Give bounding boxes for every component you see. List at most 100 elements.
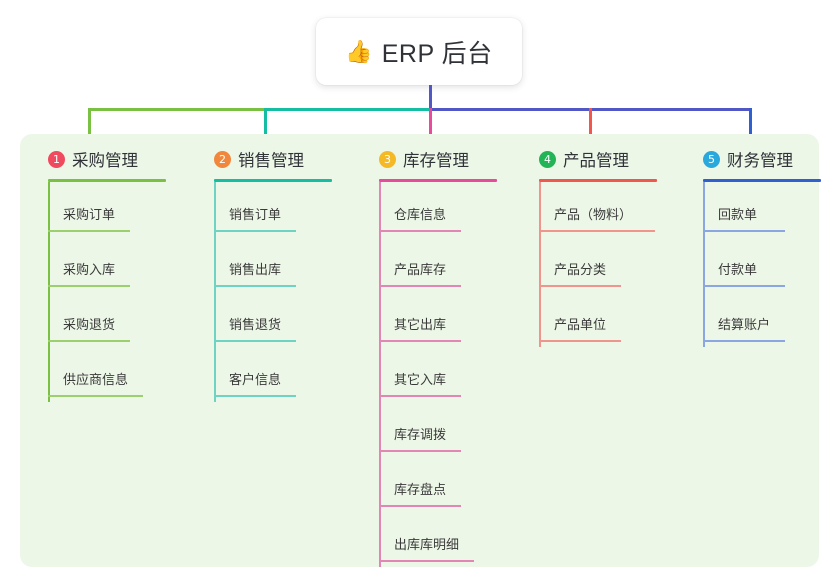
connector-drop-column-4: [589, 108, 592, 144]
connector-drop-column-5: [749, 108, 752, 144]
column-rule-5: [703, 179, 821, 182]
column-items-4: 产品（物料） 产品分类 产品单位: [521, 182, 676, 347]
list-item-label: 采购订单: [63, 207, 116, 222]
column-rule-2: [214, 179, 332, 182]
root-node-title: ERP 后台: [381, 39, 493, 68]
list-item[interactable]: 销售订单: [196, 182, 346, 237]
column-badge-3: 3: [379, 150, 396, 168]
connector-drop-column-1: [88, 108, 91, 144]
list-item-label: 采购退货: [63, 317, 116, 332]
list-item-rule: [379, 560, 474, 562]
column-rule-3: [379, 179, 497, 182]
list-item[interactable]: 库存盘点: [361, 457, 511, 512]
list-item-label: 其它入库: [394, 372, 447, 387]
list-item-label: 其它出库: [394, 317, 447, 332]
list-item-label: 出库库明细: [394, 537, 460, 552]
column-badge-4: 4: [539, 150, 556, 168]
list-item-rule: [48, 285, 130, 287]
column-title-5: 财务管理: [727, 152, 793, 170]
list-item-rule: [214, 395, 296, 397]
list-item-label: 付款单: [718, 262, 758, 277]
list-item[interactable]: 采购入库: [30, 237, 180, 292]
list-item[interactable]: 仓库信息: [361, 182, 511, 237]
root-node-card[interactable]: 👍 ERP 后台: [316, 18, 522, 85]
column-title-3: 库存管理: [403, 152, 469, 170]
thumbs-up-icon: 👍: [345, 38, 373, 64]
list-item[interactable]: 付款单: [685, 237, 835, 292]
list-item-label: 销售出库: [229, 262, 282, 277]
list-item-rule: [379, 450, 461, 452]
column-rule-1: [48, 179, 166, 182]
column-items-3: 仓库信息 产品库存 其它出库 其它入库 库存调拨 库存盘点 出库库明细: [361, 182, 511, 567]
list-item-label: 仓库信息: [394, 207, 447, 222]
list-item-rule: [379, 395, 461, 397]
list-item-label: 产品单位: [554, 317, 607, 332]
list-item-label: 客户信息: [229, 372, 282, 387]
list-item-rule: [48, 340, 130, 342]
list-item-rule: [379, 285, 461, 287]
list-item[interactable]: 产品库存: [361, 237, 511, 292]
column-title-1: 采购管理: [72, 152, 138, 170]
list-item-rule: [48, 395, 143, 397]
list-item[interactable]: 采购订单: [30, 182, 180, 237]
list-item[interactable]: 产品分类: [521, 237, 676, 292]
root-node-content: 👍 ERP 后台: [345, 34, 492, 70]
list-item[interactable]: 销售出库: [196, 237, 346, 292]
list-item-label: 产品分类: [554, 262, 607, 277]
list-item[interactable]: 客户信息: [196, 347, 346, 402]
branch-column-5: 5 财务管理 回款单 付款单 结算账户: [685, 147, 835, 347]
column-items-1: 采购订单 采购入库 采购退货 供应商信息: [30, 182, 180, 402]
list-item-rule: [539, 340, 621, 342]
list-item[interactable]: 产品单位: [521, 292, 676, 347]
list-item[interactable]: 结算账户: [685, 292, 835, 347]
list-item-rule: [214, 340, 296, 342]
branch-column-3: 3 库存管理 仓库信息 产品库存 其它出库 其它入库 库存调拨 库存盘点: [361, 147, 511, 567]
connector-drop-column-3: [429, 108, 432, 144]
list-item-rule: [214, 230, 296, 232]
list-item-label: 回款单: [718, 207, 758, 222]
column-header-3[interactable]: 3 库存管理: [361, 147, 511, 171]
column-spine-4: [539, 182, 541, 347]
list-item-label: 销售订单: [229, 207, 282, 222]
list-item-rule: [379, 340, 461, 342]
list-item[interactable]: 出库库明细: [361, 512, 511, 567]
column-items-5: 回款单 付款单 结算账户: [685, 182, 835, 347]
column-badge-5: 5: [703, 150, 720, 168]
column-items-2: 销售订单 销售出库 销售退货 客户信息: [196, 182, 346, 402]
branch-column-4: 4 产品管理 产品（物料） 产品分类 产品单位: [521, 147, 676, 347]
list-item[interactable]: 其它出库: [361, 292, 511, 347]
column-title-4: 产品管理: [563, 152, 629, 170]
list-item-rule: [379, 230, 461, 232]
column-spine-3: [379, 182, 381, 567]
list-item-rule: [703, 285, 785, 287]
list-item[interactable]: 产品（物料）: [521, 182, 676, 237]
connector-drop-column-2: [264, 108, 267, 144]
list-item[interactable]: 销售退货: [196, 292, 346, 347]
list-item[interactable]: 回款单: [685, 182, 835, 237]
list-item[interactable]: 库存调拨: [361, 402, 511, 457]
diagram-panel: [20, 134, 819, 567]
list-item-label: 销售退货: [229, 317, 282, 332]
column-title-2: 销售管理: [238, 152, 304, 170]
list-item-label: 结算账户: [718, 317, 771, 332]
column-spine-5: [703, 182, 705, 347]
list-item-label: 产品库存: [394, 262, 447, 277]
list-item[interactable]: 其它入库: [361, 347, 511, 402]
branch-column-2: 2 销售管理 销售订单 销售出库 销售退货 客户信息: [196, 147, 346, 402]
column-header-5[interactable]: 5 财务管理: [685, 147, 835, 171]
column-spine-2: [214, 182, 216, 402]
column-header-2[interactable]: 2 销售管理: [196, 147, 346, 171]
column-spine-1: [48, 182, 50, 402]
column-header-4[interactable]: 4 产品管理: [521, 147, 676, 171]
list-item-label: 采购入库: [63, 262, 116, 277]
list-item-label: 产品（物料）: [554, 207, 633, 222]
column-header-1[interactable]: 1 采购管理: [30, 147, 180, 171]
list-item-rule: [214, 285, 296, 287]
connector-stem: [429, 85, 432, 110]
column-badge-2: 2: [214, 150, 231, 168]
list-item[interactable]: 供应商信息: [30, 347, 180, 402]
list-item[interactable]: 采购退货: [30, 292, 180, 347]
list-item-label: 库存盘点: [394, 482, 447, 497]
list-item-rule: [48, 230, 130, 232]
column-badge-1: 1: [48, 150, 65, 168]
